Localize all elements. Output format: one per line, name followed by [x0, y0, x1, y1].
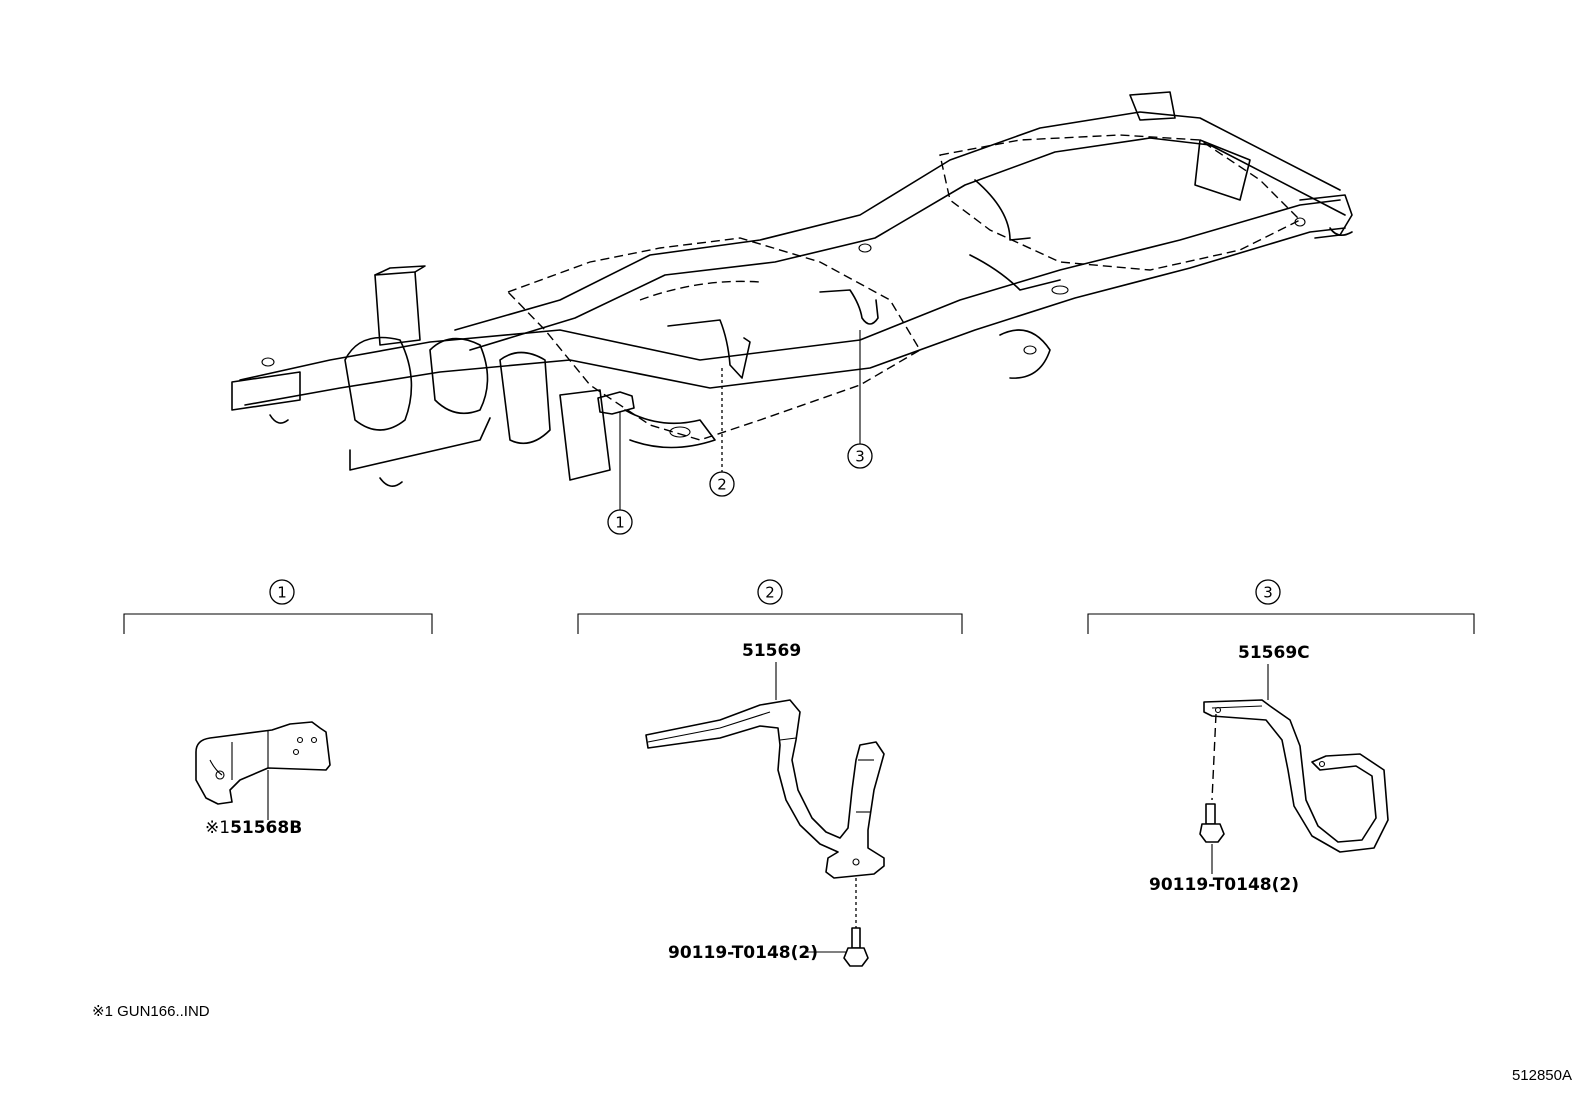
svg-text:2: 2	[717, 476, 727, 494]
callout-3[interactable]: 3	[847, 443, 873, 469]
svg-text:3: 3	[855, 448, 865, 466]
band-51569c-drawing	[1203, 699, 1389, 853]
bracket-51568b-drawing	[195, 721, 331, 805]
bolt-rear-guide	[1211, 713, 1217, 801]
vehicle-frame-illustration	[231, 91, 1353, 487]
bracket-part-number: 51568B	[230, 818, 302, 838]
svg-text:1: 1	[615, 514, 625, 532]
group-1-header: 1	[123, 579, 433, 634]
svg-text:3: 3	[1263, 584, 1273, 602]
bolt-front-label: 90119-T0148(2)	[668, 943, 818, 963]
callout-2[interactable]: 2	[709, 471, 735, 497]
band-51569c-label: 51569C	[1238, 643, 1310, 663]
diagram-code: 512850A	[1512, 1067, 1572, 1084]
band-51569-drawing	[645, 699, 885, 879]
bracket-51568b-label: ※151568B	[205, 818, 302, 838]
bolt-front-drawing	[843, 927, 869, 967]
svg-text:1: 1	[277, 584, 287, 602]
group-2-header: 2	[577, 579, 963, 634]
bracket-note-mark: ※1	[205, 818, 230, 838]
bolt-rear-drawing	[1199, 803, 1225, 843]
svg-text:2: 2	[765, 584, 775, 602]
bolt-rear-label: 90119-T0148(2)	[1149, 875, 1299, 895]
footnote: ※1 GUN166..IND	[92, 1003, 210, 1020]
band-51569-label: 51569	[742, 641, 801, 661]
group-3-header: 3	[1087, 579, 1475, 634]
callout-1[interactable]: 1	[607, 509, 633, 535]
